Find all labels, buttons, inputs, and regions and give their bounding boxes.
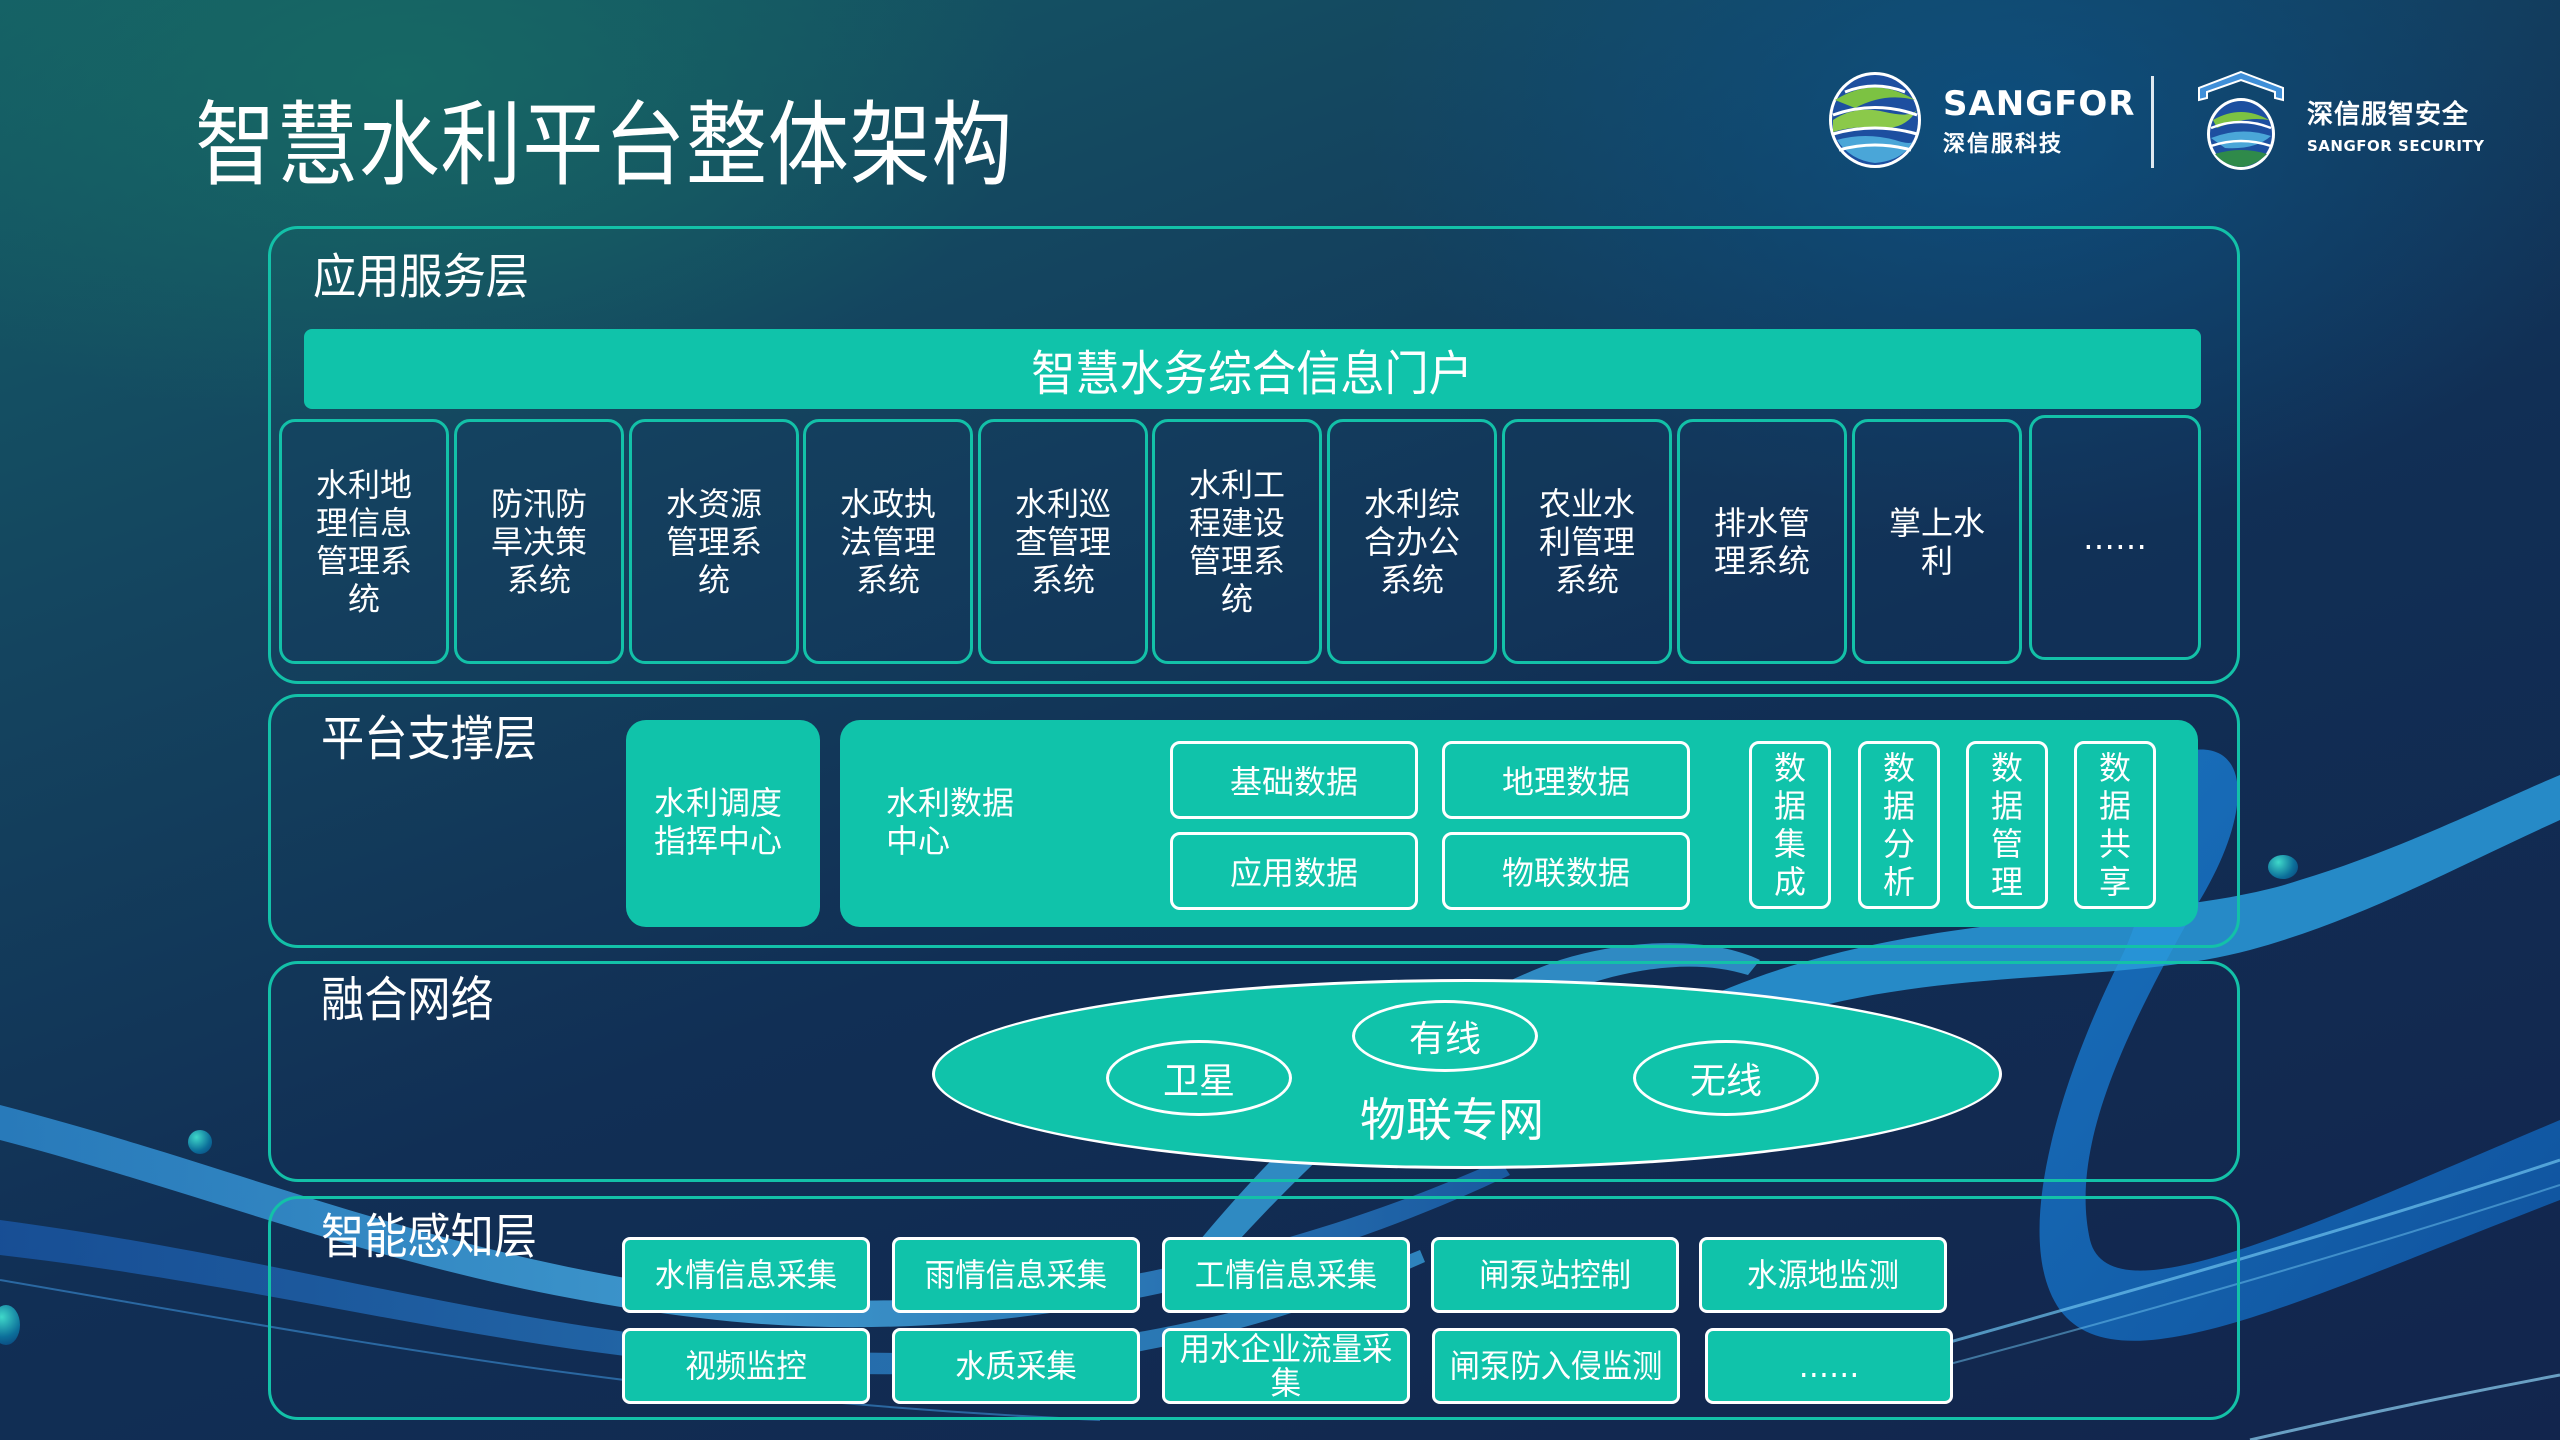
application-systems-row: 水利地理信息管理系统 防汛防旱决策系统 水资源管理系统 水政执法管理系统 水利巡… <box>279 415 2216 664</box>
perception-item[interactable]: 闸泵防入侵监测 <box>1432 1328 1680 1404</box>
logo-area: SANGFOR 深信服科技 深信服智安全 SANGFOR SECURITY <box>1825 70 2505 180</box>
data-type-box[interactable]: 应用数据 <box>1170 832 1418 910</box>
data-type-box[interactable]: 地理数据 <box>1442 741 1690 819</box>
perception-item[interactable]: 工情信息采集 <box>1162 1237 1410 1313</box>
security-cn: 深信服智安全 <box>2307 100 2470 130</box>
perception-item[interactable]: 水源地监测 <box>1699 1237 1947 1313</box>
layer-label: 平台支撑层 <box>321 711 538 767</box>
perception-item[interactable]: 用水企业流量采集 <box>1162 1328 1410 1404</box>
perception-item[interactable]: 闸泵站控制 <box>1431 1237 1679 1313</box>
network-channel-wireless[interactable]: 无线 <box>1633 1040 1819 1116</box>
perception-item-more[interactable]: …… <box>1705 1328 1953 1404</box>
data-function-box[interactable]: 数据集成 <box>1749 741 1831 909</box>
portal-label: 智慧水务综合信息门户 <box>1031 346 1474 402</box>
decorative-orb <box>2268 855 2298 879</box>
app-system-card[interactable]: 水政执法管理系统 <box>803 419 973 664</box>
data-function-box[interactable]: 数据分析 <box>1858 741 1940 909</box>
layer-label: 融合网络 <box>321 972 494 1028</box>
decorative-orb <box>188 1130 212 1154</box>
perception-layer: 智能感知层 <box>268 1196 2240 1420</box>
perception-item[interactable]: 雨情信息采集 <box>892 1237 1140 1313</box>
app-system-card[interactable]: 水利工程建设管理系统 <box>1152 419 1322 664</box>
iot-network-label: 物联专网 <box>1360 1093 1544 1147</box>
page-title: 智慧水利平台整体架构 <box>195 92 1014 199</box>
perception-item[interactable]: 视频监控 <box>622 1328 870 1404</box>
network-channel-wired[interactable]: 有线 <box>1352 1000 1538 1072</box>
info-portal-bar[interactable]: 智慧水务综合信息门户 <box>304 329 2201 409</box>
perception-item[interactable]: 水情信息采集 <box>622 1237 870 1313</box>
data-center-label: 水利数据中心 <box>886 784 1015 860</box>
sangfor-security-brand-text: 深信服智安全 SANGFOR SECURITY <box>2307 94 2485 155</box>
sangfor-shield-logo-icon <box>2198 70 2284 170</box>
app-system-card[interactable]: 掌上水利 <box>1852 419 2022 664</box>
app-system-card[interactable]: 排水管理系统 <box>1677 419 1847 664</box>
sangfor-cn: 深信服科技 <box>1943 132 2064 157</box>
layer-label: 应用服务层 <box>313 249 530 305</box>
dispatch-center-block[interactable]: 水利调度指挥中心 <box>626 720 820 927</box>
app-system-card[interactable]: 水资源管理系统 <box>629 419 799 664</box>
app-system-card[interactable]: 防汛防旱决策系统 <box>454 419 624 664</box>
network-layer: 融合网络 <box>268 961 2240 1182</box>
logo-divider <box>2151 76 2154 168</box>
data-function-box[interactable]: 数据共享 <box>2074 741 2156 909</box>
layer-label: 智能感知层 <box>321 1209 538 1265</box>
app-system-card[interactable]: 水利地理信息管理系统 <box>279 419 449 664</box>
sangfor-brand-text: SANGFOR 深信服科技 <box>1943 84 2135 158</box>
sangfor-en: SANGFOR <box>1943 84 2136 124</box>
security-en: SANGFOR SECURITY <box>2307 137 2485 155</box>
app-system-card[interactable]: 水利巡查管理系统 <box>978 419 1148 664</box>
data-center-block[interactable]: 水利数据中心 基础数据 地理数据 应用数据 物联数据 数据集成 数据分析 数据管… <box>840 720 2198 927</box>
data-function-box[interactable]: 数据管理 <box>1966 741 2048 909</box>
app-system-card[interactable]: 农业水利管理系统 <box>1502 419 1672 664</box>
app-system-card-more[interactable]: …… <box>2029 415 2201 660</box>
dispatch-center-label: 水利调度指挥中心 <box>654 784 783 860</box>
platform-layer: 平台支撑层 水利调度指挥中心 水利数据中心 基础数据 地理数据 应用数据 物联数… <box>268 694 2240 948</box>
sangfor-globe-logo-icon <box>1829 72 1921 168</box>
data-type-box[interactable]: 物联数据 <box>1442 832 1690 910</box>
data-type-box[interactable]: 基础数据 <box>1170 741 1418 819</box>
decorative-orb <box>0 1305 20 1345</box>
app-system-card[interactable]: 水利综合办公系统 <box>1327 419 1497 664</box>
network-channel-satellite[interactable]: 卫星 <box>1106 1040 1292 1116</box>
perception-item[interactable]: 水质采集 <box>892 1328 1140 1404</box>
application-layer: 应用服务层 智慧水务综合信息门户 水利地理信息管理系统 防汛防旱决策系统 水资源… <box>268 226 2240 684</box>
